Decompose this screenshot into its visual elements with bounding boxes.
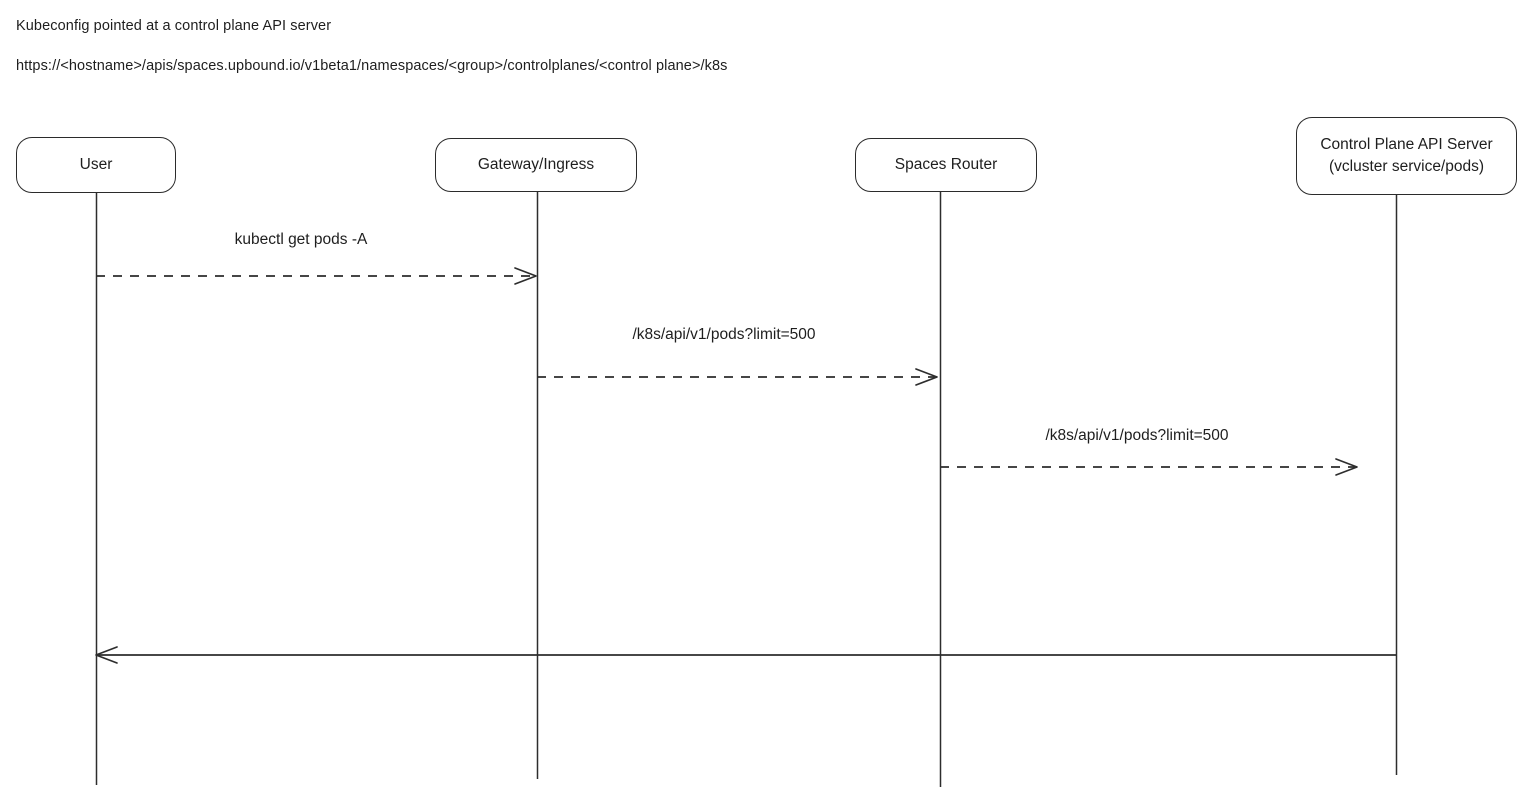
diagram-url: https://<hostname>/apis/spaces.upbound.i… <box>16 58 728 74</box>
actor-label-gateway-ingress: Gateway/Ingress <box>477 155 595 173</box>
message-label-kubectl-get-pods: kubectl get pods -A <box>232 231 370 249</box>
message-arrow-gateway-to-router <box>537 368 938 386</box>
message-label-router-to-control-plane: /k8s/api/v1/pods?limit=500 <box>1043 427 1231 445</box>
actor-label-user: User <box>79 155 113 173</box>
message-arrow-response-to-user <box>95 646 1396 664</box>
arrowhead-gateway-to-router <box>915 368 938 386</box>
arrowhead-router-to-control-plane <box>1335 458 1358 476</box>
actor-box-spaces-router: Spaces Router <box>855 138 1037 192</box>
arrowhead-response-to-user <box>95 646 118 664</box>
arrowhead-kubectl-get-pods <box>514 267 537 285</box>
message-arrow-router-to-control-plane <box>940 458 1358 476</box>
actor-box-user: User <box>16 137 176 193</box>
message-label-gateway-to-router: /k8s/api/v1/pods?limit=500 <box>630 326 818 344</box>
diagram-title: Kubeconfig pointed at a control plane AP… <box>16 18 332 34</box>
actor-label-control-plane-api-server-line2: (vcluster service/pods) <box>1328 158 1485 175</box>
actor-box-gateway-ingress: Gateway/Ingress <box>435 138 637 192</box>
actor-box-control-plane-api-server: Control Plane API Server (vcluster servic… <box>1296 117 1517 195</box>
actor-label-spaces-router: Spaces Router <box>894 155 998 173</box>
message-arrow-kubectl-get-pods <box>96 267 537 285</box>
actor-label-control-plane-api-server: Control Plane API Server <box>1320 135 1493 153</box>
